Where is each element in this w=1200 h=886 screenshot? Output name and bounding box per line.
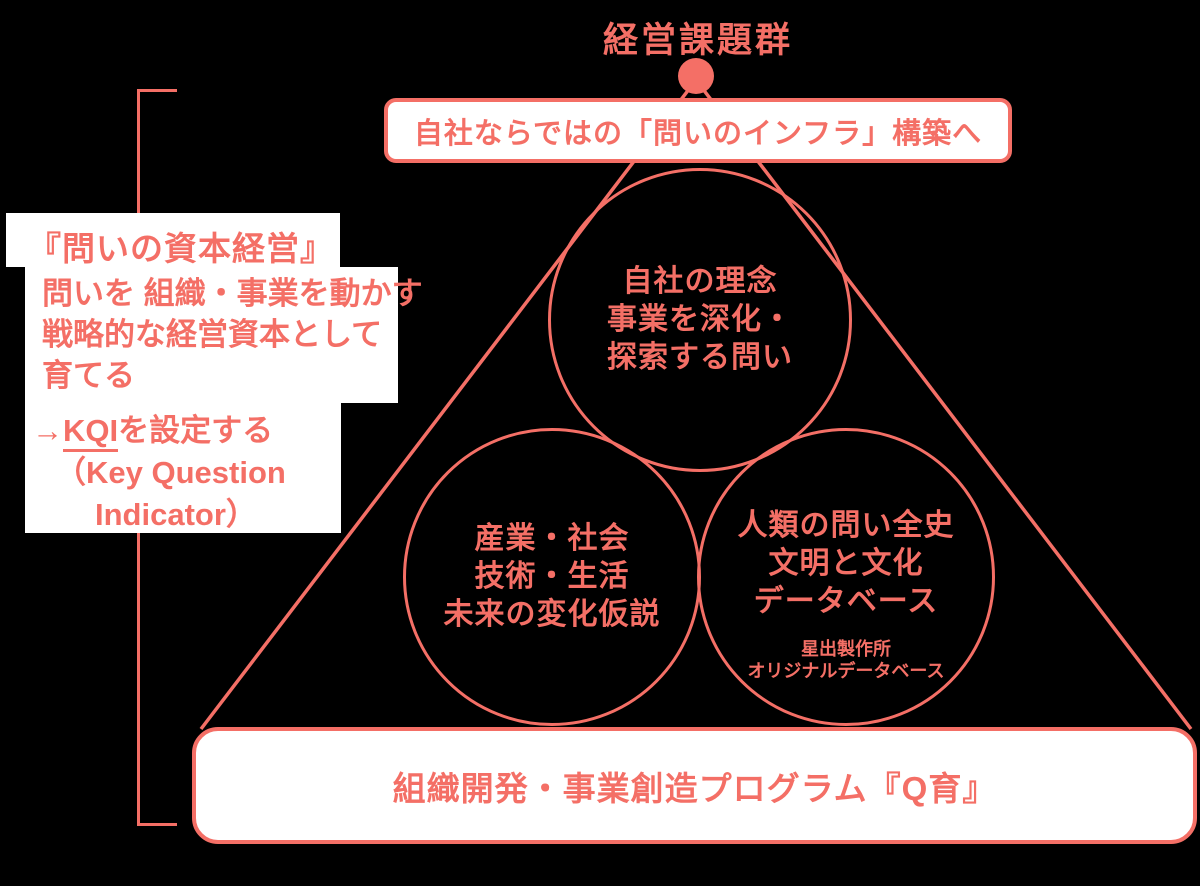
circle-text-line: 事業を深化・: [607, 303, 793, 336]
circle-text-line: 探索する問い: [607, 341, 793, 374]
arrow-right-icon: →: [32, 413, 63, 448]
connector-dot: [678, 58, 714, 94]
circle-text-line: 未来の変化仮説: [443, 598, 661, 631]
left-panel-body: 問いを 組織・事業を動かす 戦略的な経営資本として 育てる: [42, 273, 423, 396]
circle-note-line: 星出製作所: [800, 638, 891, 659]
circle-text-line: 産業・社会: [474, 522, 630, 555]
circle-text-line: 文明と文化: [768, 546, 924, 580]
left-panel-body-background: [25, 267, 398, 403]
kqi-set-line: →KQIを設定する: [32, 410, 286, 452]
left-bracket-top-arm: [137, 89, 177, 92]
top-callout-box: 自社ならではの「問いのインフラ」構築へ: [384, 98, 1012, 163]
left-panel-kqi: →KQIを設定する （Key Question Indicator）: [32, 410, 286, 536]
left-panel-title-background: [6, 213, 340, 267]
kqi-term: KQI: [63, 413, 119, 452]
bottom-program-box: 組織開発・事業創造プログラム『Q育』: [192, 727, 1197, 844]
left-bracket-bottom-arm: [137, 823, 177, 826]
kqi-rest: を設定する: [118, 413, 274, 448]
left-panel-kqi-background: [25, 402, 341, 533]
left-panel-title: 『問いの資本経営』: [28, 230, 334, 267]
top-callout-label: 自社ならではの「問いのインフラ」構築へ: [413, 117, 983, 150]
circle-text-line: 人類の問い全史: [737, 508, 955, 542]
left-panel-body-line: 問いを 組織・事業を動かす: [42, 276, 423, 311]
circle-note: 星出製作所 オリジナルデータベース: [747, 638, 944, 682]
circle-note-line: オリジナルデータベース: [747, 660, 945, 681]
left-panel-body-line: 戦略的な経営資本として: [42, 317, 383, 352]
circle-future-hypothesis: 産業・社会 技術・生活 未来の変化仮説: [403, 428, 701, 726]
kqi-expansion-line-1: （Key Question: [55, 455, 286, 490]
circle-company-philosophy: 自社の理念 事業を深化・ 探索する問い: [548, 168, 852, 472]
kqi-expansion-line-2: Indicator）: [95, 497, 257, 532]
circle-question-database: 人類の問い全史 文明と文化 データベース 星出製作所 オリジナルデータベース: [697, 428, 995, 726]
diagram-heading: 経営課題群: [602, 21, 793, 60]
left-panel-body-line: 育てる: [42, 358, 135, 393]
circle-text-line: データベース: [753, 584, 939, 618]
circle-text-line: 技術・生活: [474, 560, 630, 593]
bottom-program-label: 組織開発・事業創造プログラム『Q育』: [392, 769, 997, 807]
circle-text-line: 自社の理念: [622, 265, 778, 298]
